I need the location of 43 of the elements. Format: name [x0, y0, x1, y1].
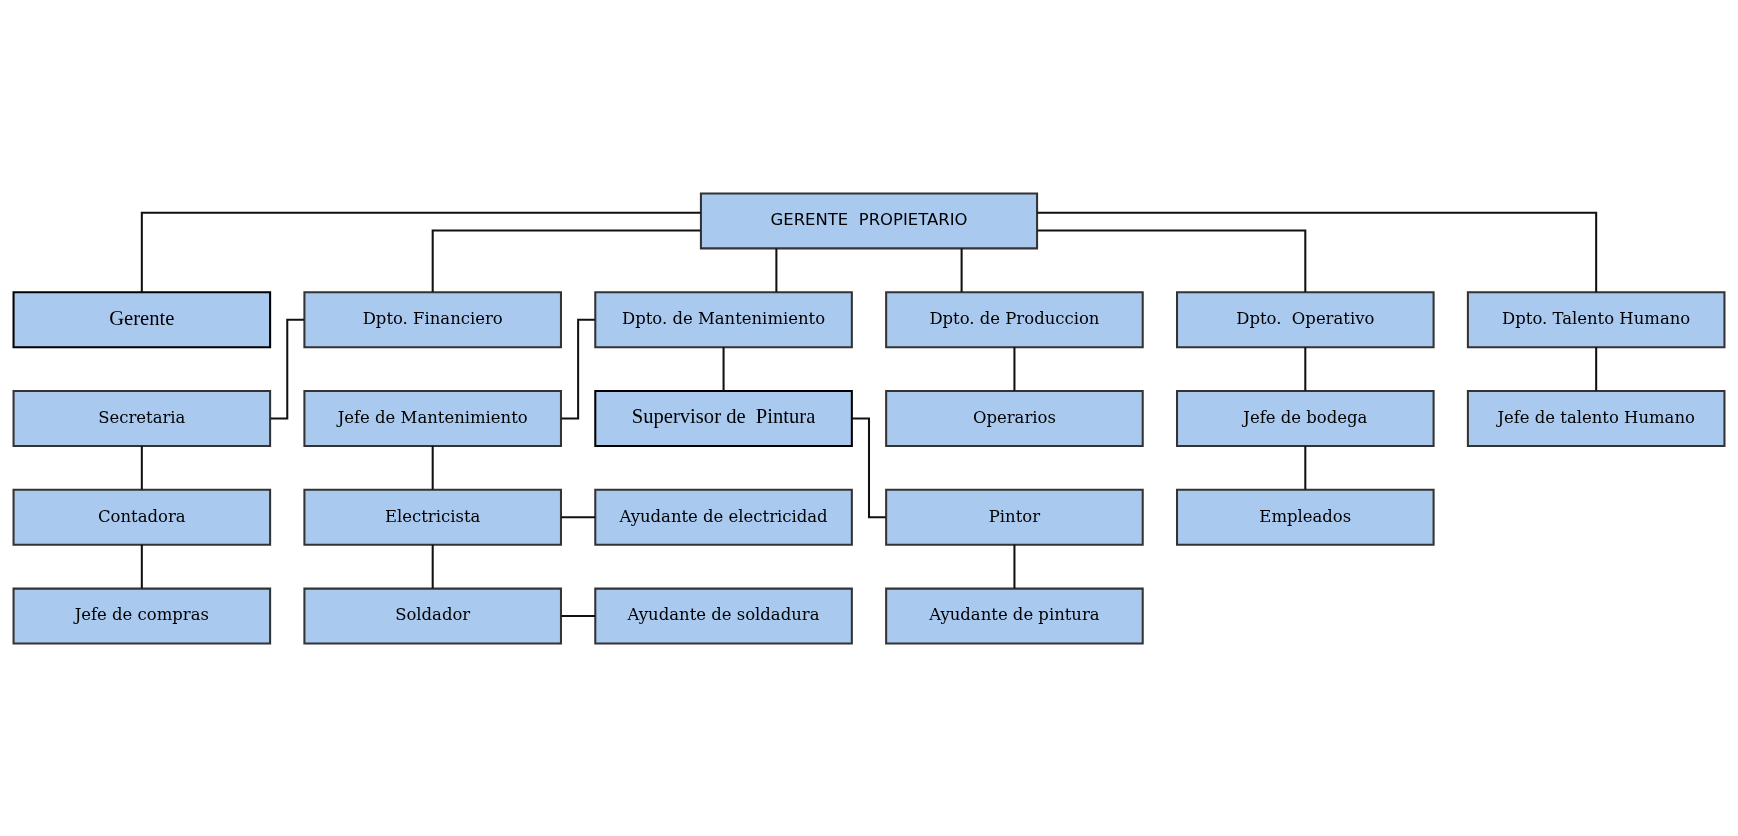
connector	[1037, 211, 1598, 292]
node-box: Jefe de Mantenimiento	[303, 389, 562, 447]
connector	[140, 544, 143, 588]
node-box: Dpto. Financiero	[303, 290, 562, 348]
node-box: Contadora	[12, 488, 272, 546]
connector	[140, 445, 143, 490]
connector	[431, 445, 434, 490]
node-box: GERENTE PROPIETARIO	[699, 191, 1039, 249]
node-box: Empleados	[1176, 488, 1435, 546]
connector	[1013, 544, 1016, 588]
node-box: Secretaria	[12, 389, 272, 447]
node-box: Operarios	[885, 389, 1144, 447]
node-box: Dpto. Talento Humano	[1466, 290, 1726, 348]
connector	[140, 211, 701, 292]
connector	[561, 515, 596, 518]
connector	[1013, 346, 1016, 391]
connector	[960, 247, 963, 292]
node-box: Soldador	[303, 587, 562, 645]
connector	[852, 416, 886, 518]
node-box: Ayudante de soldadura	[594, 587, 853, 645]
node-box: Electricista	[303, 488, 562, 546]
node-box: Supervisor de Pintura	[594, 389, 853, 447]
connector	[722, 346, 725, 391]
connector	[431, 229, 701, 292]
node-box: Jefe de compras	[12, 587, 272, 645]
node-box: Pintor	[885, 488, 1144, 546]
connector	[775, 247, 778, 292]
node-box: Gerente	[12, 290, 272, 348]
connector	[561, 318, 595, 420]
connector	[270, 318, 304, 420]
connector	[1304, 346, 1307, 391]
connector	[431, 544, 434, 588]
node-box: Dpto. de Produccion	[885, 290, 1144, 348]
node-box: Jefe de bodega	[1176, 389, 1435, 447]
connector	[561, 614, 596, 617]
node-box: Dpto. de Mantenimiento	[594, 290, 853, 348]
node-box: Ayudante de electricidad	[594, 488, 853, 546]
node-box: Jefe de talento Humano	[1466, 389, 1726, 447]
node-box: Ayudante de pintura	[885, 587, 1144, 645]
connector	[1304, 445, 1307, 490]
connector	[1037, 229, 1307, 292]
connector	[1595, 346, 1598, 391]
node-box: Dpto. Operativo	[1176, 290, 1435, 348]
